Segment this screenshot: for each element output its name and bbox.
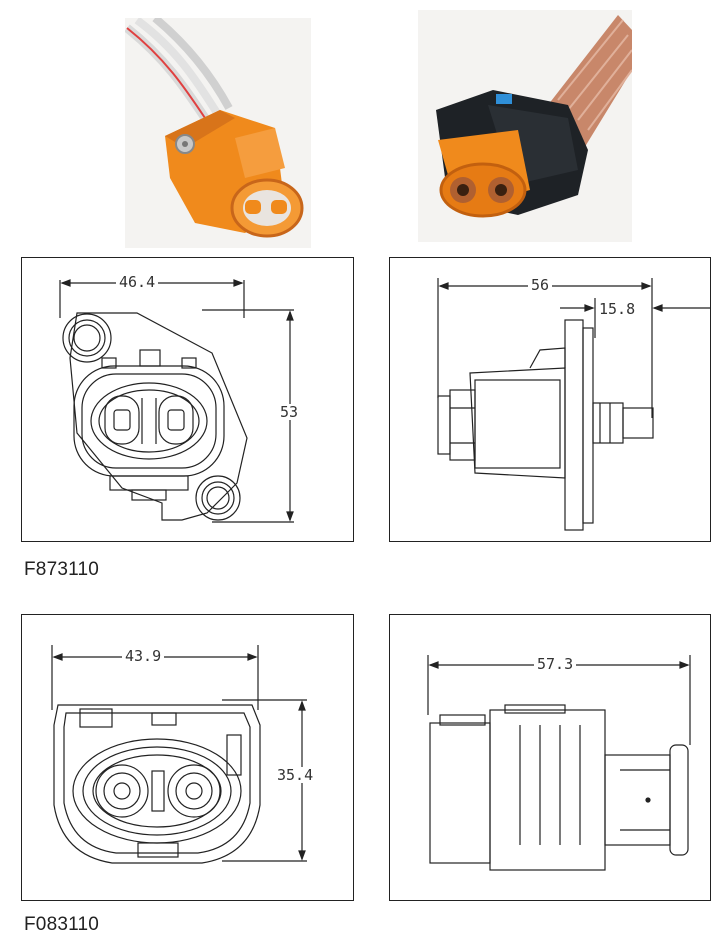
part-number-label: F083110: [24, 914, 99, 935]
drawing-f083110-front: 43.9 35.4: [21, 614, 354, 901]
offset-dimension: 15.8: [596, 301, 639, 317]
connector-photo-f873110: [124, 14, 311, 248]
drawing-f083110-side: 57.3: [389, 614, 711, 901]
height-dimension: 53: [277, 404, 302, 420]
drawing-f873110-front: 46.4 53: [21, 257, 354, 542]
width-dimension: 46.4: [116, 274, 159, 290]
part-number-label: F873110: [24, 559, 99, 580]
length-dimension: 57.3: [534, 656, 577, 672]
drawing-f873110-side: 56 15.8: [389, 257, 711, 542]
length-dimension: 56: [528, 277, 553, 293]
connector-photo-f083110: [418, 10, 633, 242]
height-dimension: 35.4: [274, 767, 317, 783]
width-dimension: 43.9: [122, 648, 165, 664]
